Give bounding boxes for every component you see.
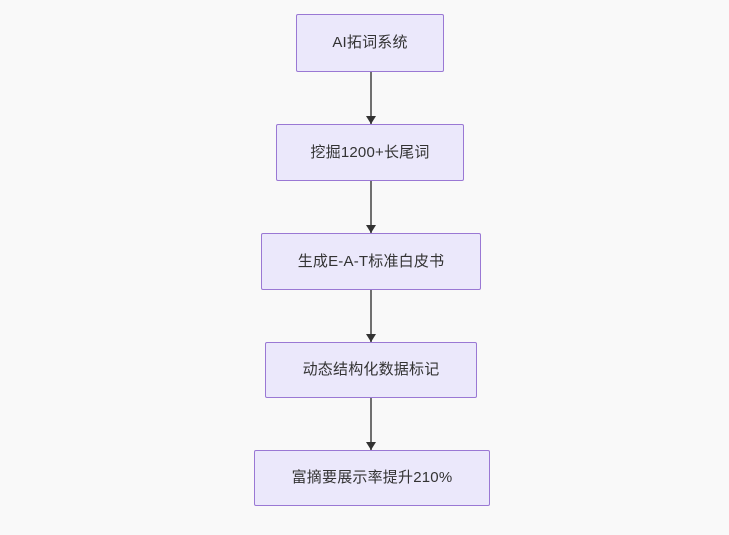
- flow-node-label: 生成E-A-T标准白皮书: [297, 252, 445, 270]
- flow-node-label: 富摘要展示率提升210%: [291, 469, 453, 486]
- flow-node-label: 动态结构化数据标记: [302, 361, 440, 378]
- flow-node-label: 挖掘1200+长尾词: [310, 143, 430, 161]
- flow-node-dynamic-structured-data-markup[interactable]: 动态结构化数据标记: [265, 342, 477, 398]
- flow-node-label: AI拓词系统: [332, 34, 408, 51]
- flow-node-mine-longtail-keywords[interactable]: 挖掘1200+长尾词: [276, 124, 464, 181]
- flow-node-ai-keyword-system[interactable]: AI拓词系统: [296, 14, 444, 72]
- arrowhead-down-icon: [366, 116, 376, 124]
- arrowhead-down-icon: [366, 225, 376, 233]
- flow-node-generate-eat-whitepaper[interactable]: 生成E-A-T标准白皮书: [261, 233, 481, 290]
- edge-line: [370, 72, 372, 124]
- edge-line: [370, 181, 372, 233]
- flow-node-rich-snippet-impression-uplift[interactable]: 富摘要展示率提升210%: [254, 450, 490, 506]
- arrowhead-down-icon: [366, 334, 376, 342]
- edge-line: [370, 398, 372, 450]
- arrowhead-down-icon: [366, 442, 376, 450]
- edge-line: [370, 290, 372, 342]
